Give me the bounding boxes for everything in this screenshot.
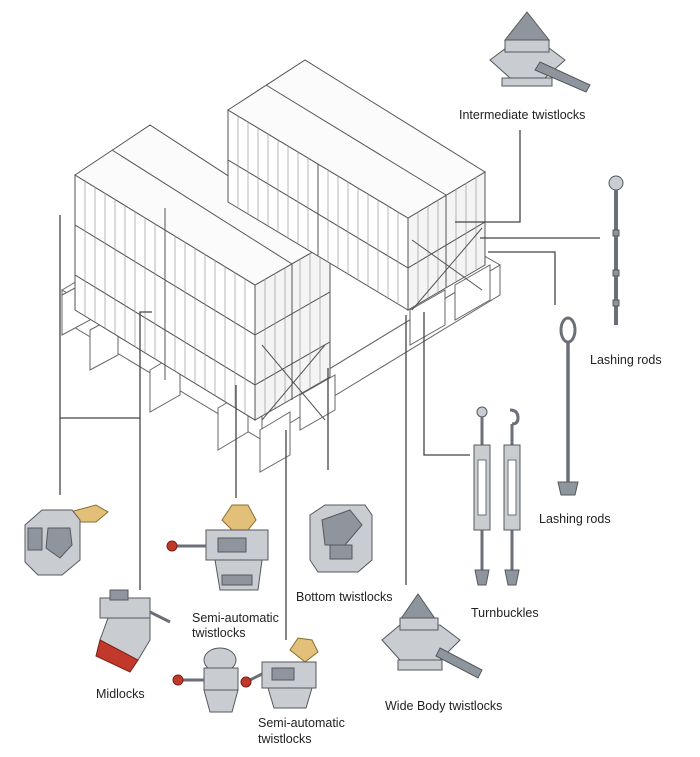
label-semi-automatic-1-line2: twistlocks [192,626,245,640]
label-lashing-rods-1: Lashing rods [590,353,662,367]
label-turnbuckles: Turnbuckles [471,606,539,620]
label-bottom-twistlocks: Bottom twistlocks [296,590,393,604]
label-wide-body-twistlocks: Wide Body twistlocks [385,699,502,713]
semi-automatic-twistlock-1-icon [166,504,269,591]
label-lashing-rods-2: Lashing rods [539,512,611,526]
container-stack-right [227,59,486,311]
midlock-icon [95,589,171,673]
label-intermediate-twistlocks: Intermediate twistlocks [459,108,585,122]
turnbuckle-icon [473,406,521,586]
semi-automatic-twistlock-2-icon [172,637,319,713]
label-midlocks: Midlocks [96,687,145,701]
leader-lines [59,130,600,640]
label-semi-automatic-2-line2: twistlocks [258,732,311,746]
wide-body-twistlock-icon [381,593,483,679]
bottom-twistlock-icon [309,504,373,573]
semi-automatic-twistlock-left-icon [24,504,109,576]
label-semi-automatic-2-line1: Semi-automatic [258,716,345,730]
label-semi-automatic-1-line1: Semi-automatic [192,611,279,625]
intermediate-twistlock-icon [489,11,591,93]
lashing-rod-eye-icon [557,316,579,496]
lashing-rod-short-icon [608,175,624,325]
